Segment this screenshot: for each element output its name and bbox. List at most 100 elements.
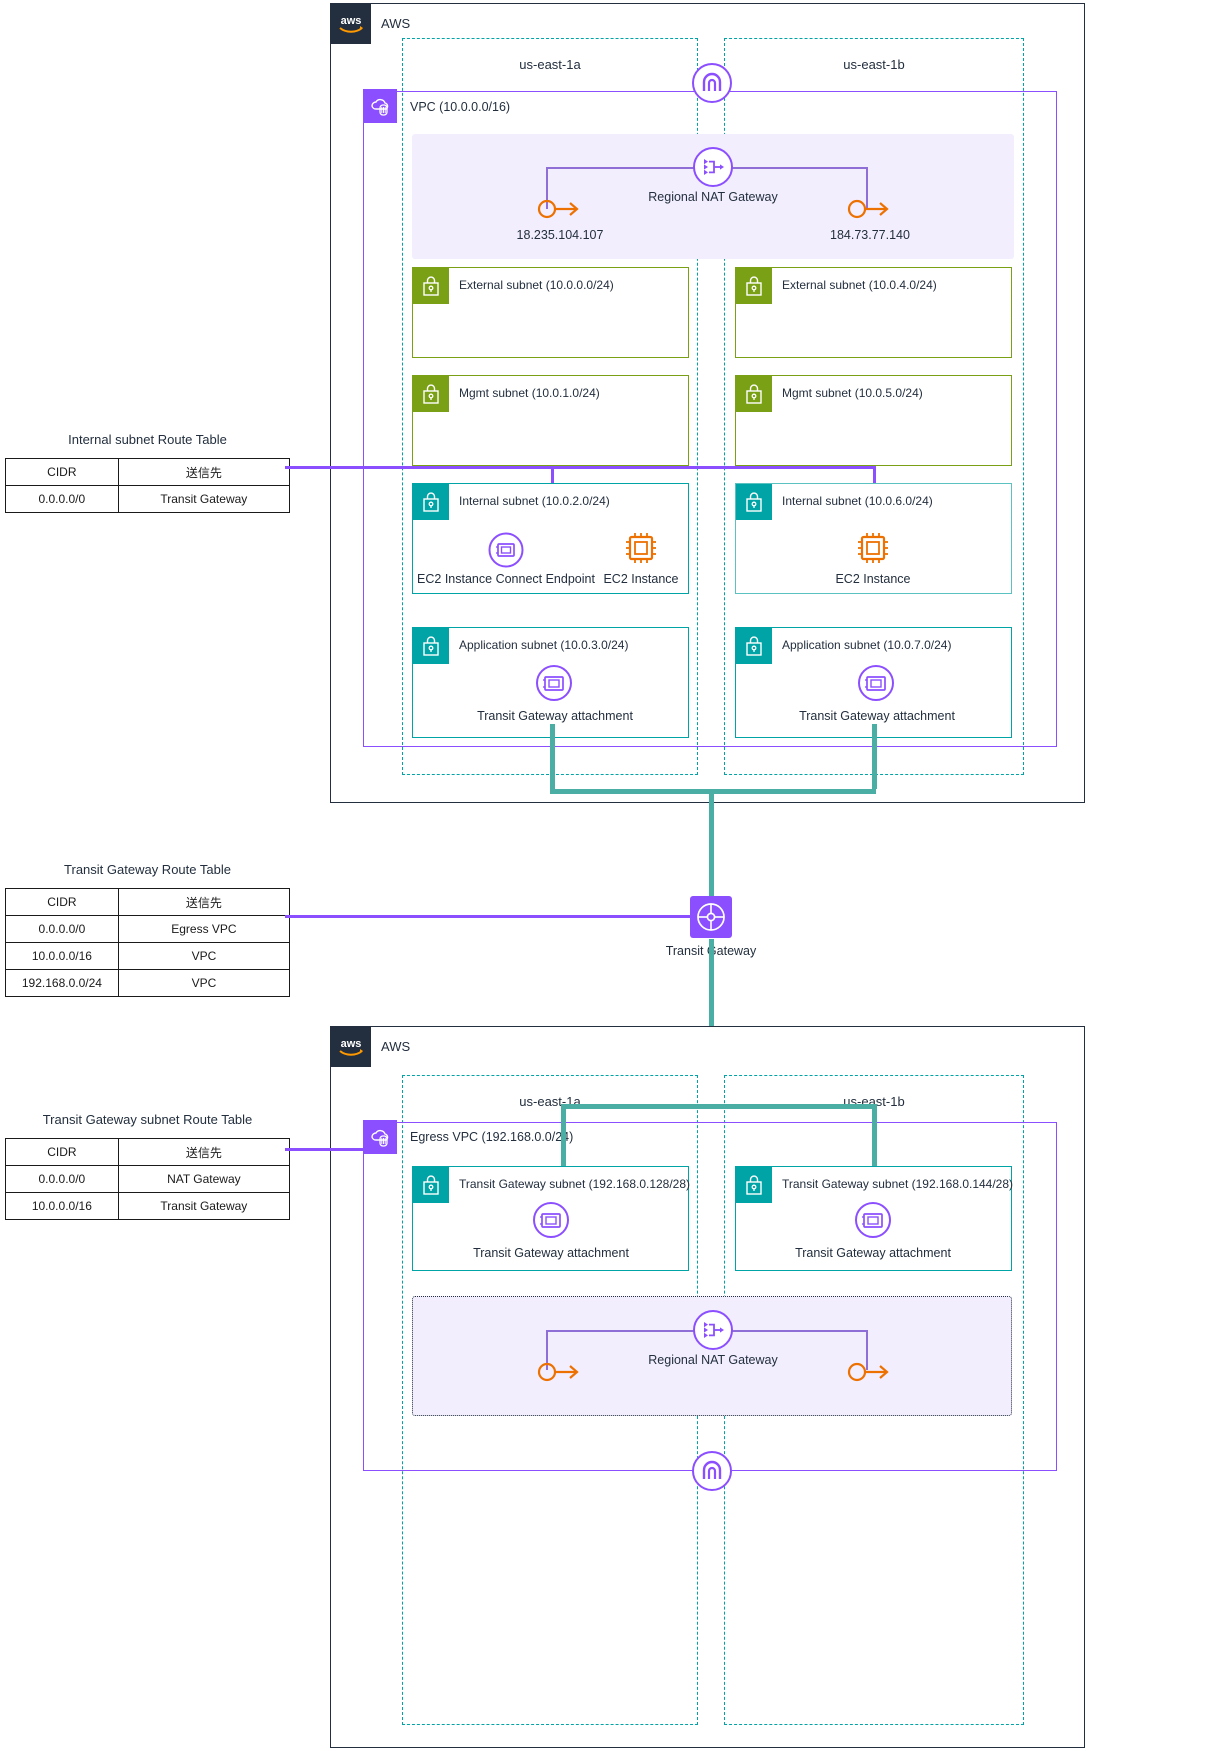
table-header-row: CIDR 送信先 xyxy=(5,1138,291,1166)
elastic-ip-icon-b-bottom xyxy=(846,1358,894,1391)
table-row: 0.0.0.0/0 Egress VPC xyxy=(5,915,291,943)
egress-bracket-right xyxy=(872,1104,877,1174)
lock-icon xyxy=(735,627,772,664)
lock-icon xyxy=(735,483,772,520)
elastic-ip-label-a: 18.235.104.107 xyxy=(516,228,604,242)
ec2-instance-label-b: EC2 Instance xyxy=(835,572,911,586)
subnet-mgmt-a: Mgmt subnet (10.0.1.0/24) xyxy=(412,375,689,466)
tgw-line-to-gateway xyxy=(709,789,714,917)
route-table-title: Transit Gateway subnet Route Table xyxy=(42,1112,253,1127)
table-row: 10.0.0.0/16 Transit Gateway xyxy=(5,1192,291,1220)
ec2-instance-connect-endpoint-icon xyxy=(487,531,525,574)
subnet-external-a: External subnet (10.0.0.0/24) xyxy=(412,267,689,358)
lock-icon xyxy=(735,1166,772,1203)
route-table-title: Transit Gateway Route Table xyxy=(64,862,231,877)
cell-target: VPC xyxy=(117,942,291,970)
subnet-label: External subnet (10.0.4.0/24) xyxy=(782,278,937,292)
vpc-icon xyxy=(363,89,397,123)
transit-gateway-attachment-label-b: Transit Gateway attachment xyxy=(799,709,955,723)
ec2-instance-icon-b xyxy=(853,528,893,573)
lock-icon xyxy=(735,375,772,412)
subnet-internal-a: Internal subnet (10.0.2.0/24) xyxy=(412,483,689,594)
cloud-label: AWS xyxy=(381,1039,411,1054)
cell-target: Transit Gateway xyxy=(117,485,291,513)
cloud-label: AWS xyxy=(381,16,411,31)
subnet-transit-gateway-b: Transit Gateway subnet (192.168.0.144/28… xyxy=(735,1166,1013,1271)
table-header-row: CIDR 送信先 xyxy=(5,888,291,916)
nat-bracket-right-h xyxy=(728,167,868,170)
elastic-ip-icon-a-bottom xyxy=(536,1358,584,1391)
cell-target: Egress VPC xyxy=(117,915,291,943)
transit-gateway-attachment-icon-b xyxy=(856,663,896,708)
transit-gateway-attachment-label-a-bottom: Transit Gateway attachment xyxy=(473,1246,629,1260)
table-row: 192.168.0.0/24 VPC xyxy=(5,969,291,997)
egress-bracket-left xyxy=(561,1104,566,1174)
column-header-cidr: CIDR xyxy=(5,888,119,916)
transit-gateway-attachment-label-b-bottom: Transit Gateway attachment xyxy=(795,1246,951,1260)
cell-target: VPC xyxy=(117,969,291,997)
lock-icon xyxy=(412,267,449,304)
tgw-line-b-vert xyxy=(872,724,877,789)
subnet-label: Internal subnet (10.0.2.0/24) xyxy=(459,494,610,508)
transit-gateway-attachment-icon-a-bottom xyxy=(531,1200,571,1245)
aws-logo-icon: aws xyxy=(331,1027,371,1067)
route-drop-b xyxy=(873,466,876,483)
elastic-ip-icon-a xyxy=(536,195,584,228)
subnet-external-b: External subnet (10.0.4.0/24) xyxy=(735,267,1012,358)
internet-gateway-icon-bottom xyxy=(691,1450,733,1497)
elastic-ip-icon-b xyxy=(846,195,894,228)
table-row: 0.0.0.0/0 Transit Gateway xyxy=(5,485,291,513)
connector-tgw-rt xyxy=(285,915,695,918)
cell-target: Transit Gateway xyxy=(117,1192,291,1220)
ec2-instance-connect-endpoint-label: EC2 Instance Connect Endpoint xyxy=(417,572,595,586)
lock-icon xyxy=(735,267,772,304)
transit-gateway-attachment-label-a: Transit Gateway attachment xyxy=(477,709,633,723)
transit-gateway-icon[interactable] xyxy=(689,895,733,944)
route-table: CIDR 送信先 0.0.0.0/0 Egress VPC 10.0.0.0/1… xyxy=(5,888,291,997)
column-header-target: 送信先 xyxy=(117,458,291,486)
table-row: 10.0.0.0/16 VPC xyxy=(5,942,291,970)
nat-bracket-left-h-bottom xyxy=(546,1330,696,1333)
cell-cidr: 0.0.0.0/0 xyxy=(5,1165,119,1193)
subnet-application-b: Application subnet (10.0.7.0/24) xyxy=(735,627,1012,738)
internet-gateway-icon xyxy=(691,62,733,109)
nat-bracket-left-h xyxy=(546,167,696,170)
vpc-label: VPC (10.0.0.0/16) xyxy=(410,100,511,114)
lock-icon xyxy=(412,1166,449,1203)
transit-gateway-attachment-icon-a xyxy=(534,663,574,708)
column-header-target: 送信先 xyxy=(117,1138,291,1166)
route-table-title: Internal subnet Route Table xyxy=(68,432,227,447)
subnet-label: Mgmt subnet (10.0.5.0/24) xyxy=(782,386,923,400)
svg-text:aws: aws xyxy=(341,15,362,27)
route-table: CIDR 送信先 0.0.0.0/0 NAT Gateway 10.0.0.0/… xyxy=(5,1138,291,1220)
az-label: us-east-1a xyxy=(519,57,581,72)
nat-bracket-left-v xyxy=(546,167,549,209)
elastic-ip-label-b: 184.73.77.140 xyxy=(830,228,910,242)
cell-cidr: 192.168.0.0/24 xyxy=(5,969,119,997)
ec2-instance-label-a: EC2 Instance xyxy=(603,572,679,586)
subnet-label: External subnet (10.0.0.0/24) xyxy=(459,278,614,292)
transit-gateway-route-table: Transit Gateway Route Table CIDR 送信先 0.0… xyxy=(5,862,291,997)
subnet-label: Internal subnet (10.0.6.0/24) xyxy=(782,494,933,508)
subnet-label: Transit Gateway subnet (192.168.0.128/28… xyxy=(459,1177,691,1191)
cell-cidr: 0.0.0.0/0 xyxy=(5,915,119,943)
nat-gateway-label-bottom: Regional NAT Gateway xyxy=(648,1353,778,1367)
tgw-line-a-vert xyxy=(550,724,555,789)
aws-logo-icon: aws xyxy=(331,4,371,44)
nat-bracket-right-v xyxy=(866,167,869,209)
cell-cidr: 0.0.0.0/0 xyxy=(5,485,119,513)
transit-gateway-subnet-route-table: Transit Gateway subnet Route Table CIDR … xyxy=(5,1112,291,1220)
route-drop-a xyxy=(551,466,554,483)
column-header-cidr: CIDR xyxy=(5,458,119,486)
route-line-tgw-subnet xyxy=(285,1148,380,1151)
az-label: us-east-1b xyxy=(843,57,905,72)
table-row: 0.0.0.0/0 NAT Gateway xyxy=(5,1165,291,1193)
lock-icon xyxy=(412,627,449,664)
nat-bracket-left-v-bottom xyxy=(546,1330,549,1370)
subnet-application-a: Application subnet (10.0.3.0/24) xyxy=(412,627,689,738)
svg-text:aws: aws xyxy=(341,1038,362,1050)
lock-icon xyxy=(412,375,449,412)
route-line-horizontal xyxy=(285,466,875,469)
subnet-label: Mgmt subnet (10.0.1.0/24) xyxy=(459,386,600,400)
cell-cidr: 10.0.0.0/16 xyxy=(5,1192,119,1220)
